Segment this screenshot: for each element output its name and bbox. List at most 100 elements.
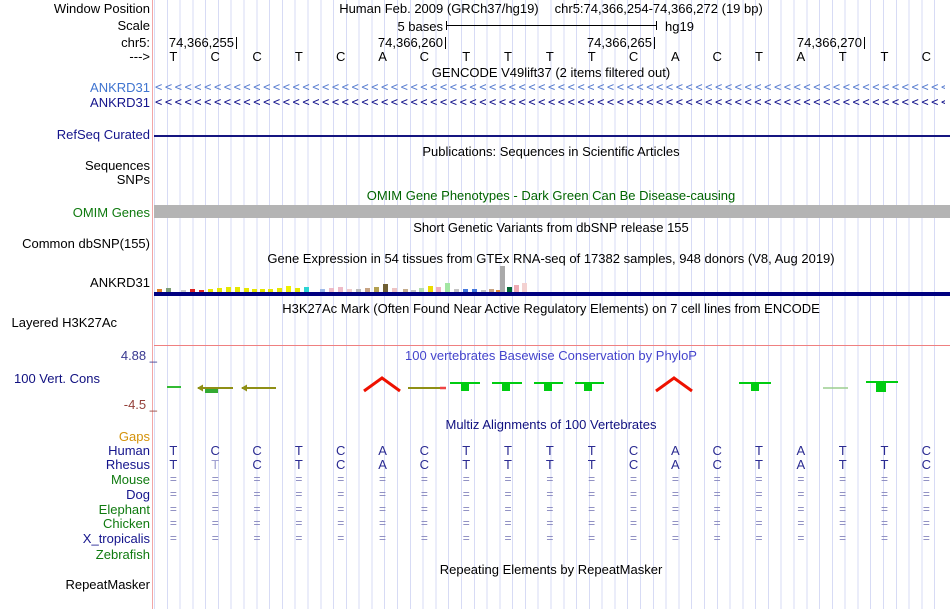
alignment-match-mark: = <box>211 516 219 530</box>
track-label-common-dbsnp[interactable]: Common dbSNP(155) <box>22 236 150 251</box>
species-label-zebrafish[interactable]: Zebrafish <box>95 547 150 562</box>
conservation-track-title: 100 vertebrates Basewise Conservation by… <box>405 348 697 363</box>
gtex-tissue-bar <box>190 289 195 292</box>
gtex-tissue-bar <box>436 287 441 292</box>
gene-label-ankrd31-2[interactable]: ANKRD31 <box>90 95 150 110</box>
gtex-tissue-bar <box>244 288 249 292</box>
track-label-layered-h3k27ac[interactable]: Layered H3K27Ac <box>11 315 117 330</box>
species-label-chicken[interactable]: Chicken <box>103 516 150 531</box>
gene-strand-arrows-2[interactable]: <<<<<<<<<<<<<<<<<<<<<<<<<<<<<<<<<<<<<<<<… <box>155 96 945 109</box>
gtex-tissue-bar <box>472 289 477 292</box>
repeatmasker-track-title: Repeating Elements by RepeatMasker <box>439 562 663 577</box>
strand-direction-label: ---> <box>129 49 150 64</box>
alignment-match-mark: = <box>462 502 470 516</box>
base-letter: T <box>294 457 303 472</box>
species-label-dog[interactable]: Dog <box>126 487 150 502</box>
alignment-match-mark: = <box>671 502 679 516</box>
scale-bar-right-tick <box>655 21 657 30</box>
gtex-tissue-bar <box>445 283 450 292</box>
alignment-match-mark: = <box>880 502 889 516</box>
base-letter: C <box>712 457 722 472</box>
alignment-match-mark: = <box>211 472 219 486</box>
species-label-human[interactable]: Human <box>108 443 150 458</box>
track-label-sequences[interactable]: Sequences <box>84 158 150 173</box>
refseq-gene-line[interactable] <box>154 135 950 137</box>
gtex-tissue-bar <box>217 288 222 292</box>
gtex-tissue-bar <box>304 287 309 292</box>
base-letter: A <box>671 49 680 64</box>
coordinate-tick <box>445 37 447 49</box>
gtex-tissue-bar <box>383 284 388 292</box>
track-label-snps[interactable]: SNPs <box>116 172 150 187</box>
base-letter: C <box>252 49 262 64</box>
alignment-match-mark: = <box>922 487 930 501</box>
alignment-match-mark: = <box>630 531 638 545</box>
base-letter: T <box>169 49 178 64</box>
coordinate-label: 74,366,270 <box>796 35 862 50</box>
base-letter: C <box>252 443 262 458</box>
base-letter: A <box>796 49 806 64</box>
h3k27ac-baseline <box>154 344 950 346</box>
alignment-match-mark: = <box>504 502 512 516</box>
species-label-mouse[interactable]: Mouse <box>110 472 150 487</box>
base-letter: T <box>462 443 471 458</box>
gtex-expression-barchart[interactable] <box>0 266 950 292</box>
base-letter: C <box>336 49 346 64</box>
alignment-match-mark: = <box>295 472 303 486</box>
alignment-match-mark: = <box>462 531 470 545</box>
species-label-elephant[interactable]: Elephant <box>98 502 150 517</box>
gtex-tissue-bar <box>507 287 512 292</box>
alignment-match-mark: = <box>797 502 805 516</box>
base-letter: T <box>462 457 471 472</box>
base-letter: C <box>419 443 430 458</box>
gene-label-ankrd31-1[interactable]: ANKRD31 <box>90 80 150 95</box>
alignment-match-mark: = <box>588 487 596 501</box>
alignment-row-x-tropicalis: =================== <box>0 532 950 546</box>
gtex-track-title: Gene Expression in 54 tissues from GTEx … <box>267 251 835 266</box>
conservation-min-value: -4.5 _ <box>123 397 157 412</box>
alignment-match-mark: = <box>169 531 177 545</box>
base-letter: T <box>838 443 847 458</box>
species-label-x-tropicalis[interactable]: X_tropicalis <box>82 531 150 546</box>
gtex-tissue-bar <box>347 289 352 292</box>
base-position-guidelines <box>154 0 947 609</box>
gtex-tissue-bar <box>235 287 240 292</box>
base-letter: A <box>378 49 387 64</box>
gene-strand-arrows-1[interactable]: <<<<<<<<<<<<<<<<<<<<<<<<<<<<<<<<<<<<<<<<… <box>155 81 945 94</box>
alignment-match-mark: = <box>546 516 554 530</box>
track-label-100-vert-cons[interactable]: 100 Vert. Cons <box>14 371 100 386</box>
gtex-gene-label[interactable]: ANKRD31 <box>90 275 150 290</box>
alignment-match-mark: = <box>630 516 638 530</box>
track-label-omim-genes[interactable]: OMIM Genes <box>72 205 150 220</box>
alignment-match-mark: = <box>755 516 763 530</box>
species-label-rhesus[interactable]: Rhesus <box>105 457 150 472</box>
omim-track-title: OMIM Gene Phenotypes - Dark Green Can Be… <box>366 188 736 203</box>
base-letter: T <box>880 443 889 458</box>
base-letter: T <box>880 49 889 64</box>
base-letter: C <box>712 443 722 458</box>
track-label-repeatmasker[interactable]: RepeatMasker <box>65 577 150 592</box>
alignment-match-mark: = <box>713 516 721 530</box>
alignment-match-mark: = <box>880 487 889 501</box>
h3k27ac-track-title: H3K27Ac Mark (Often Found Near Active Re… <box>282 301 820 316</box>
omim-gene-bar[interactable] <box>154 205 950 218</box>
alignment-match-mark: = <box>546 502 554 516</box>
track-label-gaps[interactable]: Gaps <box>118 429 150 444</box>
alignment-match-mark: = <box>671 487 679 501</box>
position-header: Human Feb. 2009 (GRCh37/hg19) chr5:74,36… <box>154 2 948 15</box>
track-label-refseq-curated[interactable]: RefSeq Curated <box>56 127 150 142</box>
alignment-match-mark: = <box>713 472 721 486</box>
alignment-match-mark: = <box>922 502 930 516</box>
alignment-match-mark: = <box>880 472 889 486</box>
gtex-tissue-bar <box>356 289 361 292</box>
alignment-match-mark: = <box>630 472 638 486</box>
gtex-tissue-bar <box>166 288 171 292</box>
alignment-match-mark: = <box>671 472 679 486</box>
gtex-gene-model-bar[interactable] <box>154 292 950 296</box>
gtex-tissue-bar <box>392 288 397 292</box>
alignment-match-mark: = <box>169 472 177 486</box>
alignment-match-mark: = <box>504 531 512 545</box>
alignment-match-mark: = <box>588 472 596 486</box>
